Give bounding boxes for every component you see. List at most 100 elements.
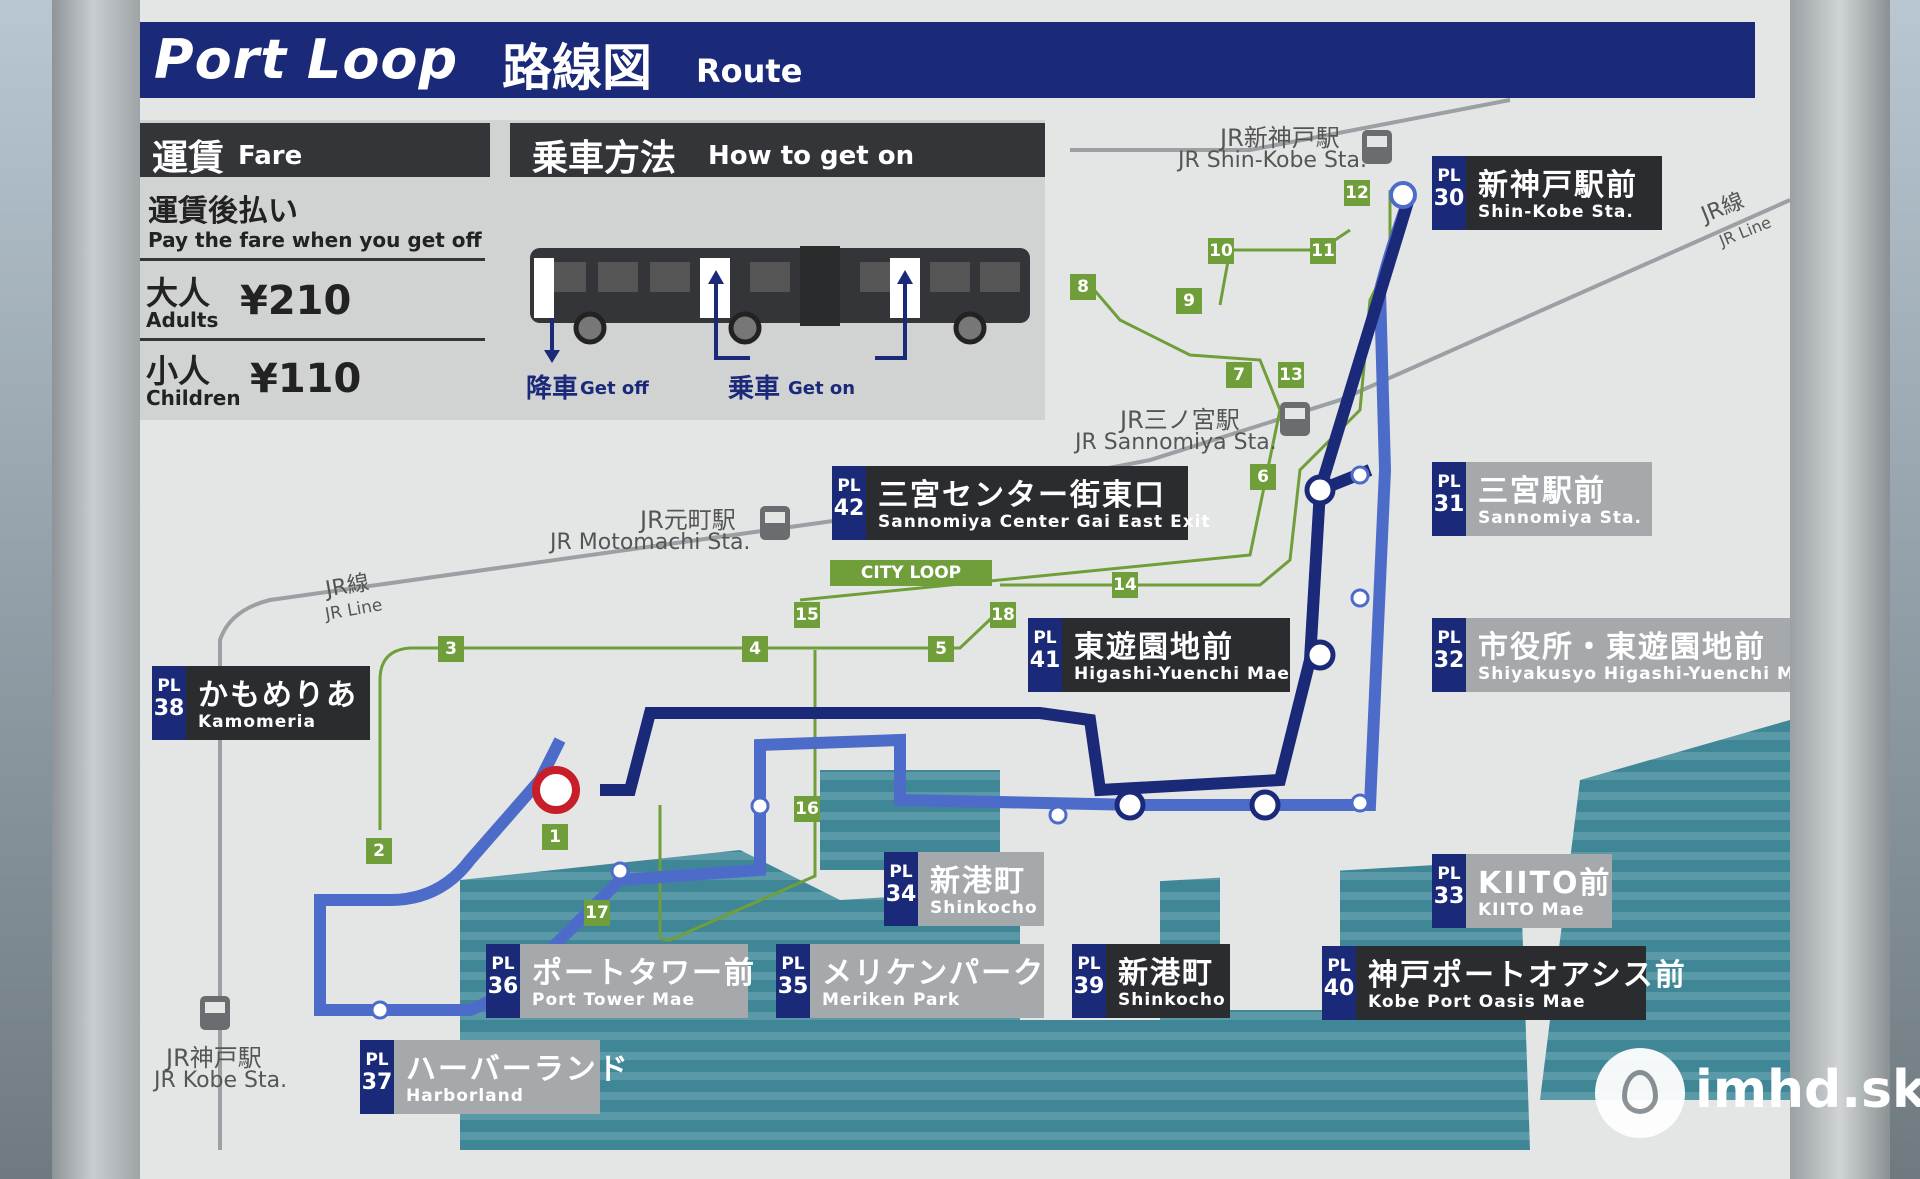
station-name-jp: ハーバーランド: [406, 1052, 630, 1087]
city-loop-stop: 9: [1176, 288, 1202, 314]
stop-markers: [370, 181, 1417, 1020]
getoff-en: Get off: [580, 378, 649, 399]
train-icon: [1362, 130, 1392, 164]
fare-divider-1: [140, 258, 485, 261]
station-name-jp: KIITO前: [1478, 866, 1612, 901]
station-name-en: Meriken Park: [822, 990, 961, 1010]
city-loop-stop: 2: [366, 838, 392, 864]
jr-kobe-en: JR Kobe Sta.: [154, 1068, 288, 1093]
pin-icon: [1595, 1048, 1685, 1138]
fare-header-en: Fare: [238, 141, 303, 171]
sign-post-left: [52, 0, 144, 1179]
city-loop-label: CITY LOOP: [830, 560, 992, 586]
station-name-jp: 新神戸駅前: [1478, 168, 1638, 203]
station-name-en: Sannomiya Center Gai East Exit: [878, 512, 1211, 532]
city-loop-stop: 14: [1112, 572, 1138, 598]
jr-sannomiya-en: JR Sannomiya Sta.: [1075, 430, 1277, 455]
adult-price: ¥210: [240, 278, 352, 324]
station-name-en: Sannomiya Sta.: [1478, 508, 1642, 528]
station-name-en: Shinkocho: [1118, 990, 1226, 1010]
city-loop-stop: 11: [1310, 238, 1336, 264]
child-price: ¥110: [250, 356, 362, 402]
howto-header: 乗車方法 How to get on: [510, 123, 1045, 179]
child-en: Children: [146, 386, 241, 410]
station-name-jp: 市役所・東遊園地前: [1478, 630, 1766, 665]
jr-motomachi-en: JR Motomachi Sta.: [550, 530, 751, 555]
route-map-board: Port Loop 路線図 Route 運賃 Fare 運賃後払い Pay th…: [140, 0, 1790, 1179]
title-sub: Route: [696, 52, 803, 90]
station-name-en: Shin-Kobe Sta.: [1478, 202, 1634, 222]
sign-post-right: [1790, 0, 1890, 1179]
howto-header-en: How to get on: [708, 141, 915, 171]
city-loop-stop: 3: [438, 636, 464, 662]
fare-pay-jp: 運賃後払い: [148, 194, 298, 229]
train-icon: [1280, 402, 1310, 436]
info-panel: 運賃 Fare 運賃後払い Pay the fare when you get …: [140, 120, 1045, 420]
title-jp: 路線図: [502, 39, 652, 97]
station-name-en: KIITO Mae: [1478, 900, 1585, 920]
station-name-jp: 新港町: [930, 864, 1026, 899]
fare-header-jp: 運賃: [152, 138, 225, 179]
city-loop-stop: 12: [1344, 180, 1370, 206]
fare-header: 運賃 Fare: [140, 123, 490, 179]
watermark-text: imhd.sk: [1695, 1060, 1920, 1120]
city-loop-stop: 16: [794, 796, 820, 822]
title-bar: Port Loop 路線図 Route: [140, 22, 1755, 98]
jr-shinkobe-jp: JR新神戸駅: [1220, 124, 1340, 152]
station-name-jp: かもめりあ: [198, 678, 358, 713]
station-name-en: Harborland: [406, 1086, 524, 1106]
train-icon: [200, 996, 230, 1030]
city-loop-stop: 10: [1208, 238, 1234, 264]
station-name-en: Port Tower Mae: [532, 990, 696, 1010]
station-name-jp: メリケンパーク: [822, 956, 1046, 991]
jr-shinkobe-en: JR Shin-Kobe Sta.: [1178, 148, 1368, 173]
station-name-en: Shinkocho: [930, 898, 1038, 918]
fare-pay-en: Pay the fare when you get off: [148, 228, 482, 252]
jr-kobe-jp: JR神戸駅: [166, 1044, 262, 1072]
getoff-jp: 降車: [526, 374, 579, 404]
station-name-jp: 三宮センター街東口: [878, 478, 1166, 513]
station-name-jp: 三宮駅前: [1478, 474, 1606, 509]
geton-jp: 乗車: [728, 374, 781, 404]
jr-sannomiya-jp: JR三ノ宮駅: [1120, 406, 1240, 434]
city-loop-stop: 17: [584, 900, 610, 926]
station-name-jp: 神戸ポートオアシス前: [1368, 958, 1687, 993]
howto-header-jp: 乗車方法: [532, 138, 677, 179]
station-name-jp: 東遊園地前: [1074, 630, 1234, 665]
city-loop-stop: 18: [990, 602, 1016, 628]
city-loop-stop: 7: [1226, 362, 1252, 388]
city-loop-stop: 4: [742, 636, 768, 662]
jr-motomachi-jp: JR元町駅: [640, 506, 736, 534]
station-name-en: Shiyakusyo Higashi-Yuenchi Mae: [1478, 664, 1790, 684]
city-loop-stop: 13: [1278, 362, 1304, 388]
city-loop-stop: 8: [1070, 274, 1096, 300]
title-en: Port Loop: [154, 28, 459, 91]
station-name-en: Kamomeria: [198, 712, 316, 732]
station-name-jp: ポートタワー前: [532, 956, 756, 991]
city-loop-stop: 1: [542, 824, 568, 850]
